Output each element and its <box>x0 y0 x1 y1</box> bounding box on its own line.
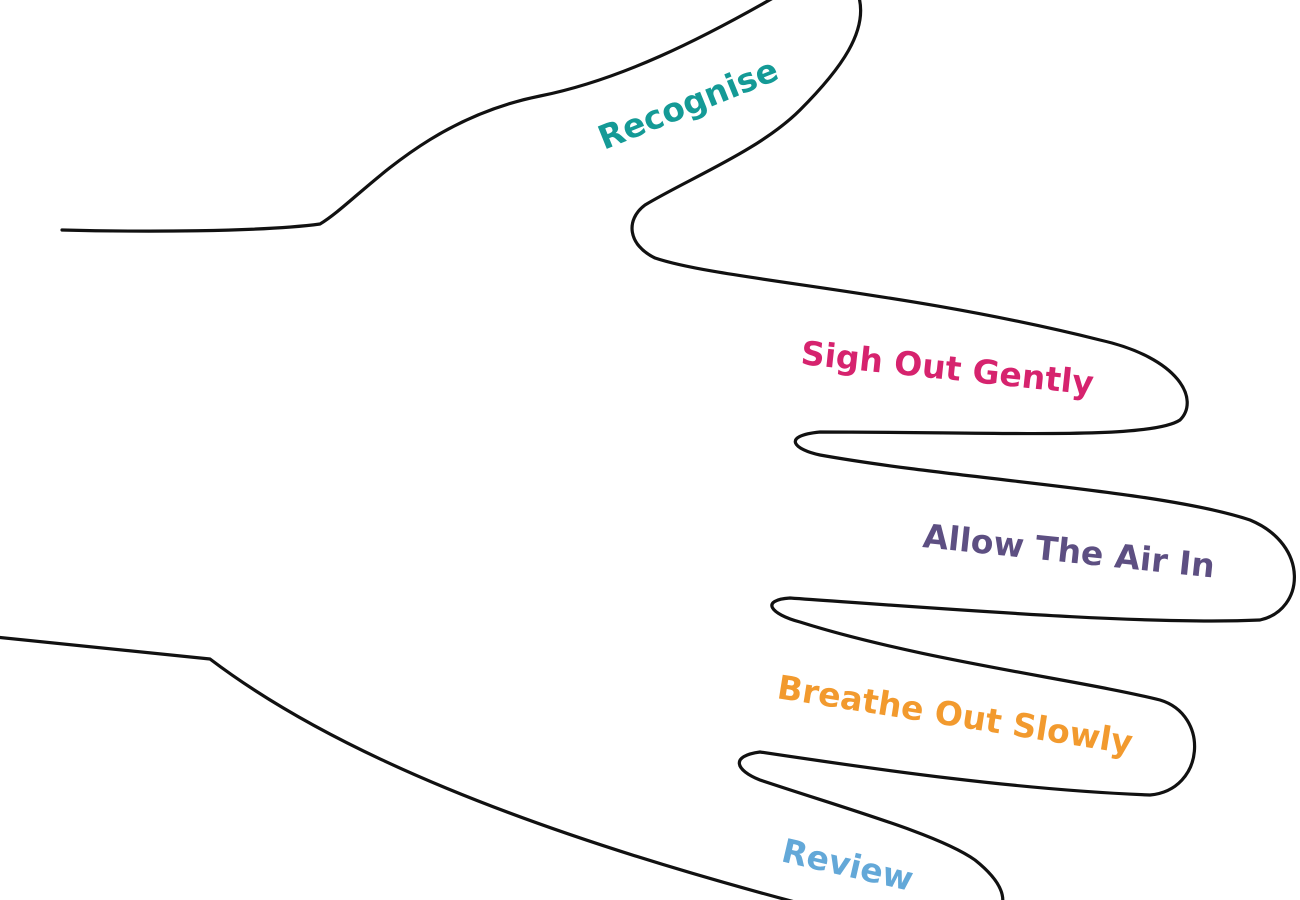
hand-outline-lower <box>0 635 794 900</box>
step-label-sigh-out-gently: Sigh Out Gently <box>799 333 1096 403</box>
hand-outline-upper <box>60 0 1296 900</box>
step-label-recognise: Recognise <box>592 50 783 158</box>
step-label-breathe-out-slowly: Breathe Out Slowly <box>775 667 1136 762</box>
step-label-review: Review <box>778 831 917 899</box>
step-label-allow-the-air-in: Allow The Air In <box>921 516 1217 585</box>
